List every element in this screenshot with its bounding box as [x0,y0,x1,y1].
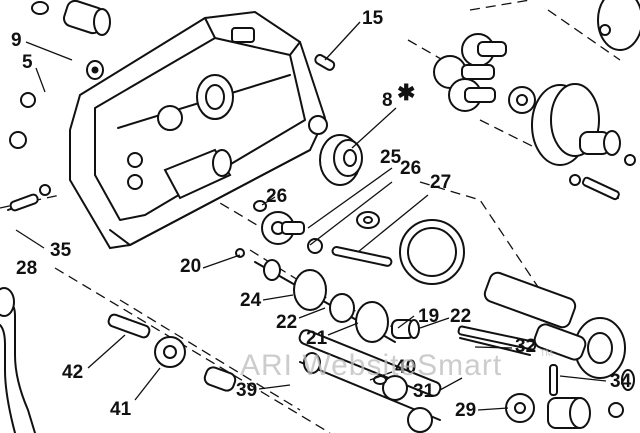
callout-40: 40 [395,357,416,378]
callout-20: 20 [180,256,201,277]
callout-24: 24 [240,290,262,311]
callout-26-right: 26 [400,158,421,179]
callout-8: 8 [382,90,393,111]
gear-cluster [433,0,640,201]
washers [235,200,380,258]
callout-9: 9 [11,30,22,51]
callout-34: 34 [610,371,632,392]
shaft-27 [331,246,393,267]
asterisk-mark: ✱ [397,80,415,105]
large-gear [399,219,465,285]
watermark-tm: TM [540,348,553,358]
gear-25 [261,211,305,245]
callout-35: 35 [50,240,72,261]
callout-15: 15 [362,8,384,29]
drive-shaft [483,271,626,379]
callout-22-left: 22 [276,312,297,333]
callout-22-right: 22 [450,306,471,327]
pin-15 [314,54,336,71]
bushing-set [7,0,111,212]
lower-left-parts [0,287,237,433]
callout-29: 29 [455,400,476,421]
callout-26-left: 26 [266,186,287,207]
shaft-assembly [254,259,420,343]
callout-27: 27 [430,172,451,193]
callout-5: 5 [22,52,33,73]
callout-21: 21 [306,328,328,349]
callout-25: 25 [380,147,402,168]
callout-19: 19 [418,306,439,327]
callout-28: 28 [16,258,37,279]
rods-32-34 [457,325,558,396]
lower-right-parts [505,369,635,429]
seal-8 [319,134,363,186]
callout-39: 39 [236,380,257,401]
callout-31: 31 [413,381,435,402]
watermark: ARI WebsiteSmart TM [240,348,553,382]
callout-41: 41 [110,399,132,420]
callout-32: 32 [515,336,536,357]
watermark-text: ARI WebsiteSmart [240,349,502,382]
leader-lines [15,21,607,411]
callout-labels: 15 9 5 8 25 26 26 27 35 28 20 24 22 21 1… [11,8,632,421]
gearbox-housing [69,10,328,250]
callout-42: 42 [62,362,83,383]
